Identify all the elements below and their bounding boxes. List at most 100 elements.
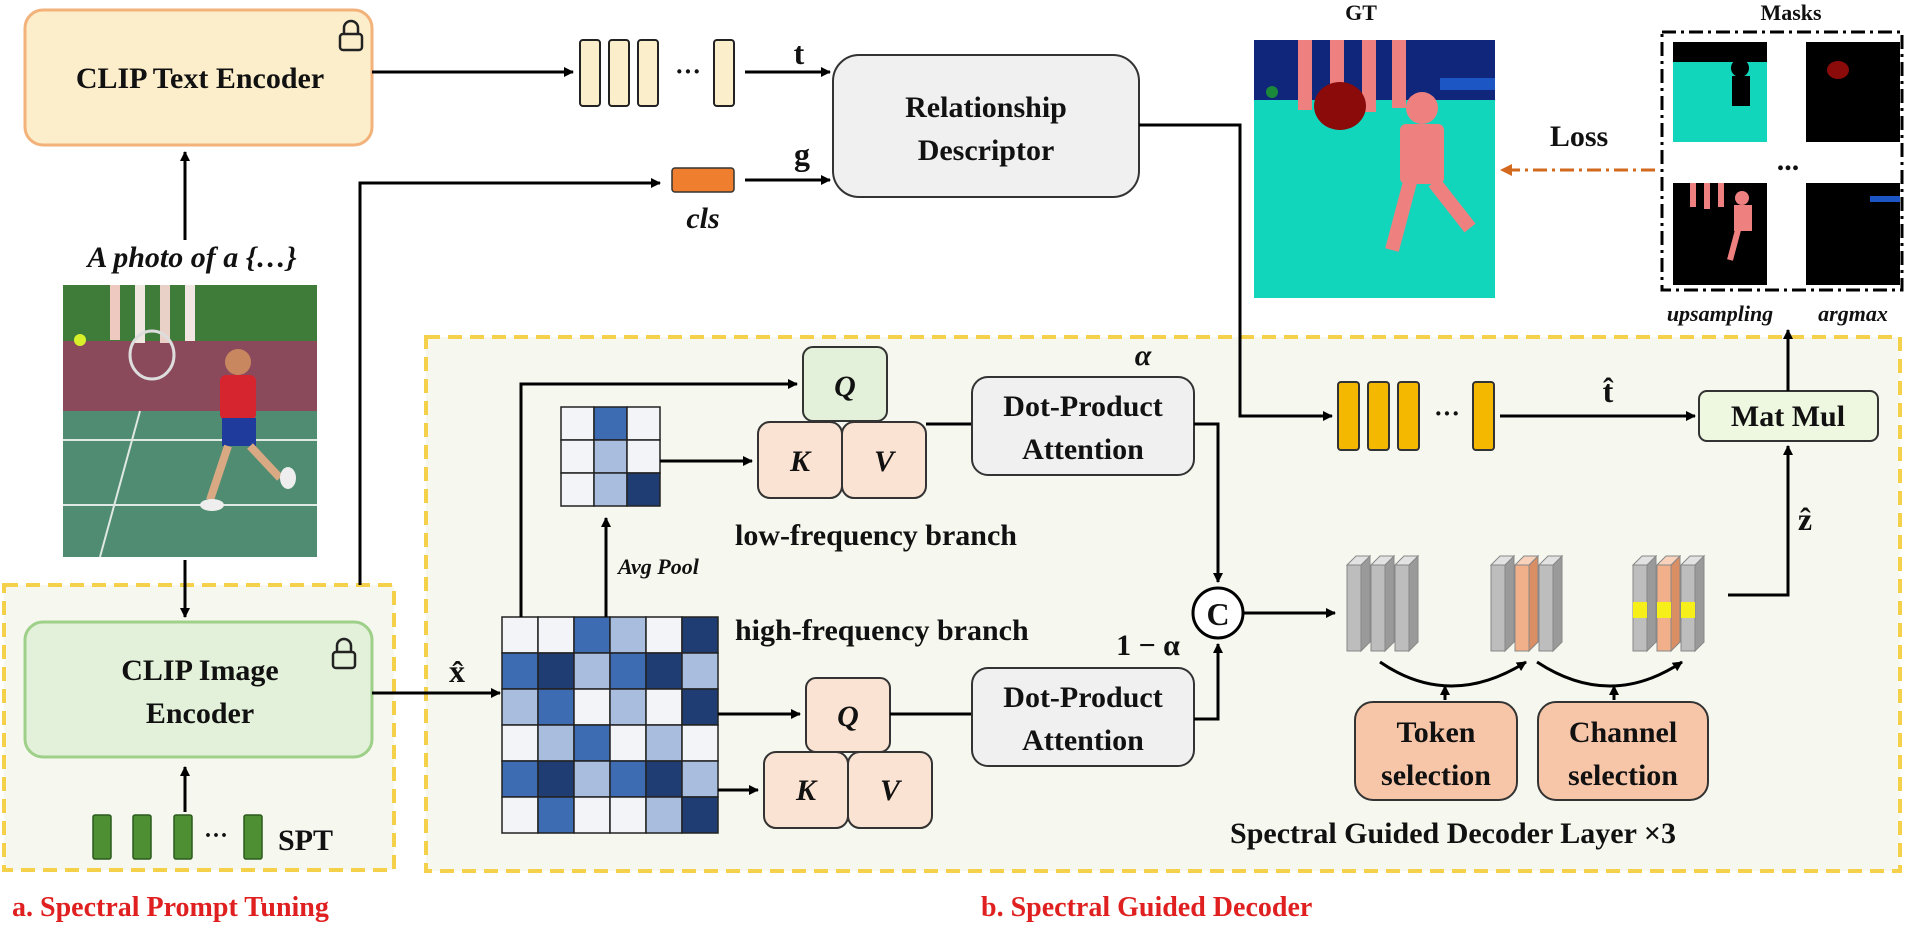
grid-cell xyxy=(501,616,539,654)
low-v-box xyxy=(841,421,927,499)
grid-cell xyxy=(645,796,683,834)
low-attention-label-2: Attention xyxy=(1022,433,1144,466)
grid-cell xyxy=(573,616,611,654)
grid-cell xyxy=(537,688,575,726)
channel-selection-label-2: selection xyxy=(1568,759,1678,792)
grid-cell xyxy=(501,652,539,690)
low-v-label: V xyxy=(874,445,897,478)
high-attention-label-2: Attention xyxy=(1022,724,1144,757)
high-frequency-feature-grid xyxy=(501,616,719,834)
grid-cell xyxy=(681,724,719,762)
mat-mul-label: Mat Mul xyxy=(1731,400,1845,433)
arrow-image-encoder-to-cls xyxy=(358,178,661,585)
grid-cell xyxy=(573,688,611,726)
arrow-decoder-to-matmul xyxy=(1728,445,1793,597)
selected-token-highlight xyxy=(1681,602,1695,618)
low-attention-label-1: Dot-Product xyxy=(1003,390,1162,423)
relationship-descriptor-box xyxy=(832,54,1140,198)
selected-token-highlight xyxy=(1657,602,1671,618)
selected-token-highlight xyxy=(1633,602,1647,618)
low-q-box xyxy=(802,346,888,422)
grid-cell xyxy=(609,760,647,798)
channel-selection-label-1: Channel xyxy=(1569,716,1677,749)
arrow-relationship-to-t-hat xyxy=(1139,123,1333,421)
grid-cell xyxy=(626,439,661,474)
ground-truth-mask xyxy=(1254,40,1495,298)
arrow-features-to-low-q xyxy=(519,379,798,617)
t-hat-label: t̂ xyxy=(1602,373,1614,409)
spt-label: SPT xyxy=(278,824,333,857)
grid-cell xyxy=(593,406,628,441)
grid-cell xyxy=(609,796,647,834)
argmax-label: argmax xyxy=(1818,301,1888,326)
text-tokens xyxy=(579,39,735,107)
grid-cell xyxy=(645,724,683,762)
low-frequency-label: low-frequency branch xyxy=(735,519,1017,552)
arrow-high-attention-to-concat xyxy=(1194,643,1223,721)
feature-bar xyxy=(1345,554,1372,653)
upsampling-label: upsampling xyxy=(1667,301,1773,326)
grid-cell xyxy=(560,472,595,507)
cls-token xyxy=(671,167,735,193)
grid-cell xyxy=(609,724,647,762)
token-selection-label-1: Token xyxy=(1397,716,1476,749)
token-selection-arc xyxy=(1379,660,1527,688)
mask-dots: ... xyxy=(1777,144,1800,177)
high-frequency-label: high-frequency branch xyxy=(735,614,1029,647)
feature-bar xyxy=(1537,554,1564,653)
t-label: t xyxy=(794,35,805,71)
mask-tile-fence xyxy=(1806,183,1900,285)
grid-cell xyxy=(645,760,683,798)
clip-image-encoder-box xyxy=(23,620,374,759)
high-v-box xyxy=(847,751,933,829)
grid-cell xyxy=(501,760,539,798)
spt-token-dots: ··· xyxy=(204,823,228,849)
grid-cell xyxy=(626,472,661,507)
grid-cell xyxy=(645,688,683,726)
grid-cell xyxy=(681,760,719,798)
lock-icon xyxy=(338,19,364,52)
arrow-low-attention-to-concat xyxy=(1194,422,1223,583)
section-b-title: b. Spectral Guided Decoder xyxy=(981,892,1312,923)
grid-cell xyxy=(537,616,575,654)
grid-cell xyxy=(681,796,719,834)
relationship-label-2: Descriptor xyxy=(918,134,1055,167)
decoder-feature-blocks xyxy=(1345,554,1706,653)
alpha-label: α xyxy=(1135,339,1152,372)
grid-cell xyxy=(681,616,719,654)
grid-cell xyxy=(645,652,683,690)
low-frequency-feature-grid xyxy=(560,406,661,507)
grid-cell xyxy=(609,688,647,726)
grid-cell xyxy=(609,652,647,690)
section-a-title: a. Spectral Prompt Tuning xyxy=(12,892,329,923)
decoder-layer-label: Spectral Guided Decoder Layer ×3 xyxy=(1230,817,1676,850)
grid-cell xyxy=(681,652,719,690)
grid-cell xyxy=(593,439,628,474)
grid-cell xyxy=(560,406,595,441)
grid-cell xyxy=(681,688,719,726)
grid-cell xyxy=(501,688,539,726)
grid-cell xyxy=(537,760,575,798)
clip-image-encoder-label-2: Encoder xyxy=(146,697,254,730)
feature-bar xyxy=(1393,554,1420,653)
high-q-label: Q xyxy=(837,700,859,733)
grid-cell xyxy=(573,796,611,834)
spt-tokens xyxy=(92,814,263,860)
feature-bar xyxy=(1513,554,1540,653)
mask-tile-racket xyxy=(1806,42,1900,142)
grid-cell xyxy=(560,439,595,474)
low-k-label: K xyxy=(789,445,812,478)
channel-selection-box xyxy=(1537,701,1709,801)
feature-bar xyxy=(1489,554,1516,653)
high-attention-box xyxy=(971,667,1195,767)
clip-text-encoder-box xyxy=(23,8,374,147)
x-hat-label: x̂ xyxy=(449,653,465,689)
g-label: g xyxy=(794,136,810,172)
avg-pool-label: Avg Pool xyxy=(616,554,700,579)
t-hat-token-dots: ··· xyxy=(1434,399,1460,428)
grid-cell xyxy=(537,724,575,762)
z-hat-label: ẑ xyxy=(1798,501,1812,537)
grid-cell xyxy=(537,796,575,834)
lock-icon xyxy=(331,637,357,670)
